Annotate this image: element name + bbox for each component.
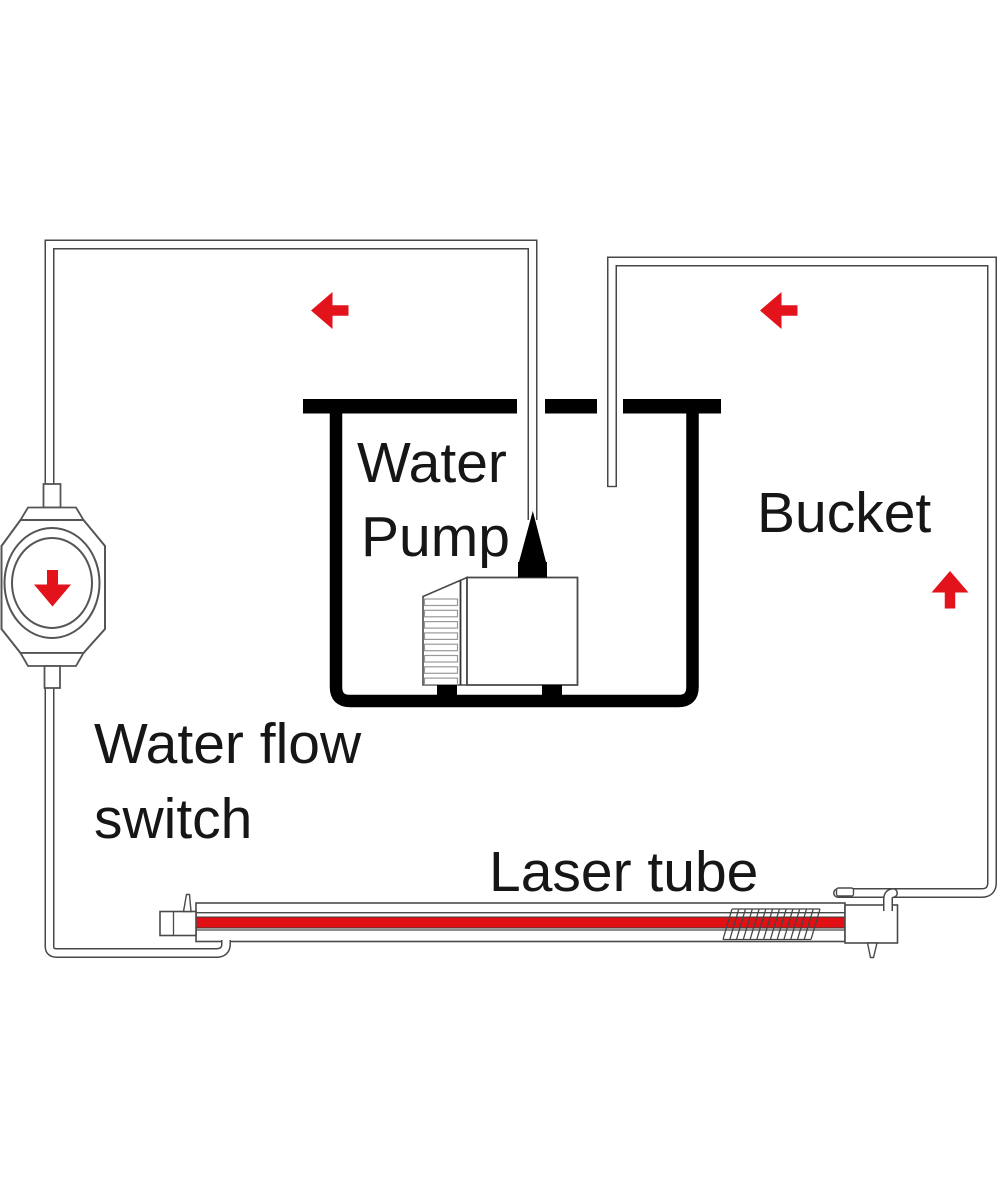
water-flow-switch-label-line2: switch	[94, 787, 252, 851]
tube-switch-to-laser	[44, 672, 231, 958]
bucket-lid-segment-middle	[545, 399, 597, 414]
flow-switch-inner-window	[11, 537, 93, 629]
laser-tube-right-cap	[844, 904, 899, 944]
laser-tube-left-cap	[159, 910, 197, 937]
water-flow-switch-label-line1: Water flow	[94, 712, 362, 776]
pump-outlet-fitting	[518, 562, 547, 578]
pump-body	[466, 576, 579, 686]
pump-outlet-jet	[519, 511, 546, 562]
flow-arrow-up-icon	[931, 571, 969, 609]
flow-arrow-left-right-icon	[760, 292, 798, 329]
tube-laser-to-bucket	[607, 256, 997, 911]
flow-arrow-left-top-icon	[311, 292, 349, 329]
flow-switch-top-collar	[18, 506, 86, 521]
laser-tube-right-electrode-pin	[866, 942, 878, 959]
flow-switch-top-connector	[42, 483, 62, 509]
laser-tube-label: Laser tube	[489, 840, 758, 904]
laser-tube	[159, 893, 899, 959]
flow-switch-bottom-connector	[43, 665, 61, 689]
bucket-lid-segment-left	[303, 399, 517, 414]
water-pump	[422, 511, 579, 696]
bucket	[303, 399, 721, 708]
pump-foot-right	[542, 685, 562, 696]
bucket-label: Bucket	[757, 481, 931, 545]
laser-tube-coil	[722, 908, 821, 941]
tube-fitting-sleeve	[835, 887, 855, 897]
flow-arrow-down-icon	[34, 570, 71, 607]
pump-foot-left	[437, 685, 457, 696]
tube-pump-to-switch	[44, 239, 538, 520]
bucket-lid-segment-right	[623, 399, 721, 414]
flow-switch-bottom-collar	[18, 652, 86, 667]
pump-louver-slats	[423, 598, 459, 686]
water-pump-label-line1: Water	[357, 431, 507, 495]
laser-tube-left-electrode-pin	[182, 893, 192, 913]
bucket-walls	[329, 413, 699, 708]
water-pump-label-line2: Pump	[361, 505, 510, 569]
